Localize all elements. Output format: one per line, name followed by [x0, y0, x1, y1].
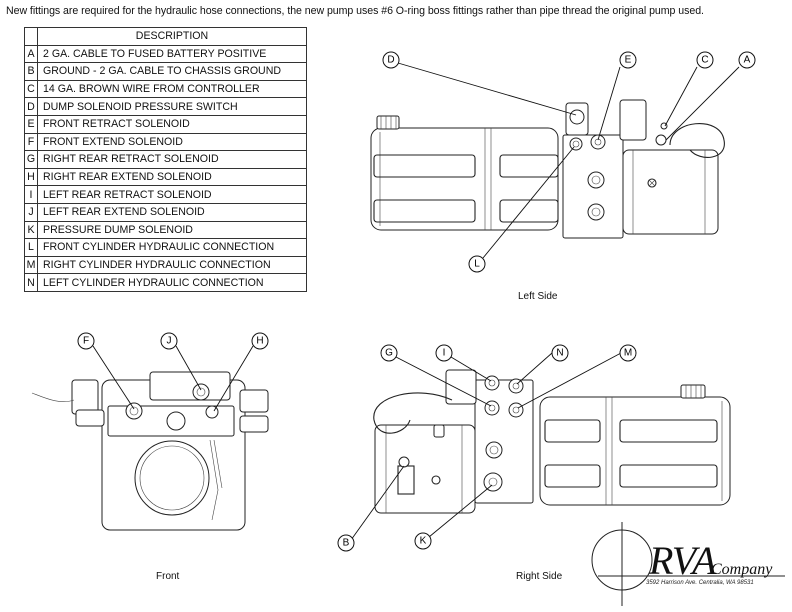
right-reservoir: [539, 396, 731, 506]
legend-description: RIGHT REAR RETRACT SOLENOID: [37, 150, 307, 169]
front-callouts: F J H: [77, 332, 269, 412]
svg-text:L: L: [474, 259, 480, 270]
left-fill-cap: [376, 115, 400, 130]
legend-description: LEFT REAR EXTEND SOLENOID: [37, 202, 307, 222]
callout-front-1: J: [160, 332, 178, 350]
left-cable-loop: [669, 123, 725, 158]
callout-left-side-1: E: [619, 51, 637, 69]
svg-text:J: J: [167, 336, 172, 347]
svg-text:C: C: [701, 55, 708, 66]
logo-wordmark: RVA: [649, 538, 717, 583]
callout-left-side-3: A: [738, 51, 756, 69]
right-hose-loop: [373, 392, 453, 434]
front-motor: [134, 440, 210, 516]
right-fill-cap: [680, 384, 706, 399]
front-caption: Front: [156, 571, 180, 582]
callout-right-side-0: G: [380, 344, 398, 362]
legend-description: DUMP SOLENOID PRESSURE SWITCH: [37, 97, 307, 116]
right-valve-block: [474, 379, 534, 504]
callout-right-side-4: B: [337, 534, 355, 552]
callout-right-side-1: I: [435, 344, 453, 362]
callout-right-side-3: M: [619, 344, 637, 362]
logo-address: 3592 Harrison Ave. Centralia, WA 98531: [646, 580, 754, 586]
legend-description: LEFT REAR RETRACT SOLENOID: [37, 185, 307, 204]
svg-text:D: D: [387, 55, 394, 66]
right-side-view: G I N M B K: [337, 344, 731, 552]
svg-text:I: I: [443, 348, 446, 359]
left-side-caption: Left Side: [518, 291, 558, 302]
right-side-callouts: G I N M B K: [337, 344, 637, 552]
callout-left-side-4: L: [468, 255, 486, 273]
legend-description: LEFT CYLINDER HYDRAULIC CONNECTION: [37, 273, 307, 292]
svg-text:N: N: [556, 348, 563, 359]
svg-text:M: M: [624, 348, 632, 359]
svg-text:F: F: [83, 336, 89, 347]
left-side-callouts: D E C A L: [382, 51, 756, 273]
legend-description: RIGHT REAR EXTEND SOLENOID: [37, 167, 307, 187]
callout-left-side-2: C: [696, 51, 714, 69]
fitting-note: New fittings are required for the hydrau…: [6, 5, 704, 17]
left-motor: [622, 149, 719, 235]
rva-logo-mark: [591, 522, 785, 606]
right-motor: [374, 424, 476, 514]
svg-text:H: H: [256, 336, 263, 347]
left-side-view: D E C A L: [370, 51, 756, 273]
right-side-caption: Right Side: [516, 571, 563, 582]
left-reservoir: [370, 127, 559, 231]
callout-right-side-5: K: [414, 532, 432, 550]
callout-front-0: F: [77, 332, 95, 350]
svg-text:A: A: [744, 55, 751, 66]
logo-company: Company: [711, 561, 773, 578]
svg-text:G: G: [385, 348, 393, 359]
svg-text:B: B: [343, 538, 350, 549]
front-view: F J H: [31, 332, 269, 531]
callout-left-side-0: D: [382, 51, 400, 69]
svg-text:K: K: [420, 536, 427, 547]
callout-front-2: H: [251, 332, 269, 350]
legend-description: FRONT RETRACT SOLENOID: [37, 114, 307, 134]
svg-text:E: E: [625, 55, 632, 66]
callout-right-side-2: N: [551, 344, 569, 362]
